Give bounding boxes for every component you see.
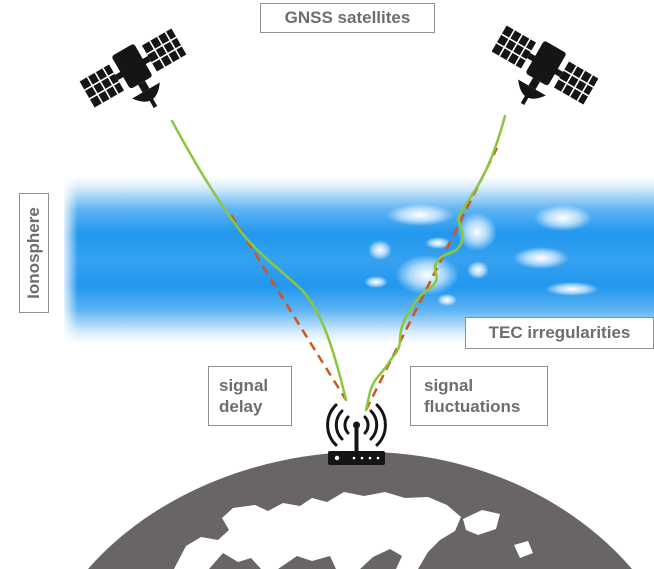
tec-irregularities	[364, 204, 599, 306]
signal-fluctuations-line1: signal	[424, 376, 474, 395]
gnss-satellites-label: GNSS satellites	[260, 3, 435, 33]
signal-fluctuations-label: signal fluctuations	[410, 366, 548, 426]
signal-delay-line2: delay	[219, 397, 263, 416]
signal-delay-label: signal delay	[208, 366, 292, 426]
earth-globe	[88, 451, 632, 569]
satellite-left-icon	[79, 28, 187, 108]
tec-irregularities-text: TEC irregularities	[488, 323, 631, 342]
ionosphere-label: Ionosphere	[19, 193, 49, 313]
signal-fluctuations-line2: fluctuations	[424, 397, 521, 416]
tec-irregularities-label: TEC irregularities	[465, 317, 654, 349]
signal-delay-line1: signal	[219, 376, 269, 395]
ionosphere-text: Ionosphere	[24, 207, 43, 299]
satellite-right-icon	[491, 25, 599, 105]
gnss-receiver-antenna-icon	[326, 403, 387, 465]
perturbed-signal-paths	[170, 114, 507, 412]
gnss-satellites-text: GNSS satellites	[284, 8, 411, 27]
